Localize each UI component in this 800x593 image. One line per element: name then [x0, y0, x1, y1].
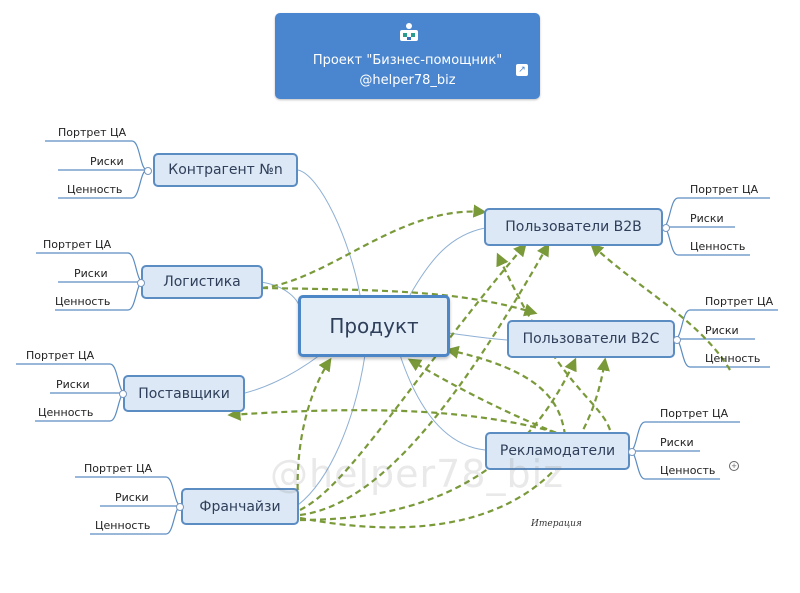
sub-riski: Риски [690, 212, 724, 225]
solid-connectors [244, 169, 508, 506]
sub-cennost: Ценность [38, 406, 94, 419]
node-b2c[interactable]: Пользователи B2C [507, 320, 675, 358]
sub-cennost: Ценность [55, 295, 111, 308]
node-franchaizi-label: Франчайзи [199, 498, 281, 515]
node-postavshchiki-label: Поставщики [138, 385, 230, 402]
node-kontragent[interactable]: Контрагент №n [153, 153, 298, 187]
node-kontragent-label: Контрагент №n [168, 162, 283, 178]
sub-cennost: Ценность [705, 352, 761, 365]
center-node-product[interactable]: Продукт [298, 295, 450, 357]
sub-cennost: Ценность [660, 464, 716, 477]
project-title: Проект "Бизнес-помощник" [312, 53, 503, 68]
collapse-toggle[interactable] [176, 503, 184, 511]
collapse-toggle[interactable] [119, 390, 127, 398]
node-reklamodateli[interactable]: Рекламодатели [485, 432, 630, 470]
node-b2c-label: Пользователи B2C [522, 331, 660, 347]
sub-riski: Риски [660, 436, 694, 449]
sub-cennost: Ценность [95, 519, 151, 532]
sub-cennost: Ценность [690, 240, 746, 253]
node-b2b[interactable]: Пользователи B2B [484, 208, 663, 246]
sub-portret: Портрет ЦА [660, 407, 729, 420]
sub-riski: Риски [705, 324, 739, 337]
expand-icon[interactable]: + [729, 461, 739, 471]
share-icon[interactable]: ↗ [516, 64, 528, 76]
sub-portret: Портрет ЦА [58, 126, 127, 139]
node-logistika-label: Логистика [163, 274, 241, 290]
sub-portret: Портрет ЦА [705, 295, 774, 308]
sub-riski: Риски [56, 378, 90, 391]
iteration-caption: Итерация [531, 519, 582, 529]
node-b2b-label: Пользователи B2B [505, 219, 642, 235]
logo-icon [400, 23, 418, 41]
node-franchaizi[interactable]: Франчайзи [181, 488, 299, 525]
sub-cennost: Ценность [67, 183, 123, 196]
sub-portret: Портрет ЦА [26, 349, 95, 362]
sub-riski: Риски [74, 267, 108, 280]
node-logistika[interactable]: Логистика [141, 265, 263, 299]
sub-riski: Риски [115, 491, 149, 504]
project-header: Проект "Бизнес-помощник" @helper78_biz ↗ [275, 13, 540, 99]
sub-portret: Портрет ЦА [43, 238, 112, 251]
collapse-toggle[interactable] [662, 224, 670, 232]
collapse-toggle[interactable] [137, 279, 145, 287]
collapse-toggle[interactable] [144, 167, 152, 175]
collapse-toggle[interactable] [628, 448, 636, 456]
collapse-toggle[interactable] [673, 336, 681, 344]
sub-portret: Портрет ЦА [690, 183, 759, 196]
project-handle: @helper78_biz [359, 73, 456, 88]
node-postavshchiki[interactable]: Поставщики [123, 375, 245, 412]
watermark: @helper78_biz [270, 452, 565, 496]
node-reklamodateli-label: Рекламодатели [499, 443, 616, 459]
sub-riski: Риски [90, 155, 124, 168]
sub-portret: Портрет ЦА [84, 462, 153, 475]
center-node-label: Продукт [329, 314, 419, 338]
dependency-arrows [227, 204, 731, 529]
